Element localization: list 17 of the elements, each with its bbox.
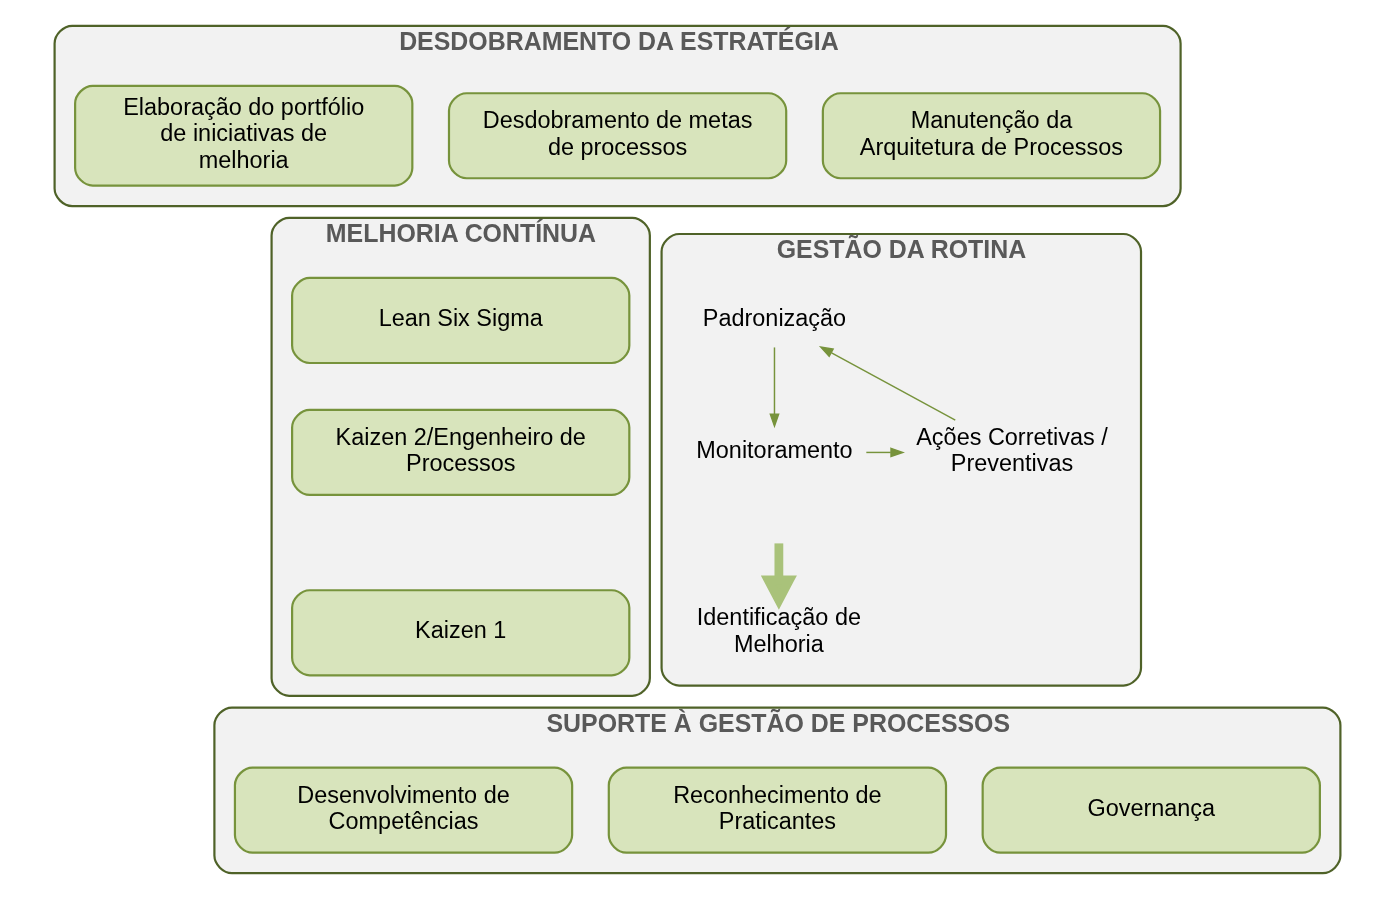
- node-text: Monitoramento: [696, 437, 853, 463]
- arrow: [769, 346, 780, 429]
- node-box: Reconhecimento de Praticantes: [607, 766, 948, 854]
- arrow: [865, 447, 905, 458]
- node-box: Desenvolvimento de Competências: [233, 766, 574, 854]
- node-box: Manutenção da Arquitetura de Processos: [821, 92, 1162, 180]
- arrow: [760, 543, 797, 610]
- node-text: Identificação de Melhoria: [696, 604, 861, 657]
- node-box: Lean Six Sigma: [291, 276, 631, 365]
- node-text: Padronização: [702, 305, 847, 332]
- node-box: Kaizen 2/Engenheiro de Processos: [291, 408, 631, 497]
- arrow: [818, 346, 956, 421]
- node-box: Elaboração do portfólio de iniciativas de melhoria: [74, 84, 414, 187]
- node-text: Ações Corretivas / Preventivas: [916, 423, 1108, 477]
- node-box: Kaizen 1: [291, 589, 631, 677]
- node-box: Desdobramento de metas de processos: [447, 92, 788, 180]
- node-box: Governança: [981, 766, 1321, 854]
